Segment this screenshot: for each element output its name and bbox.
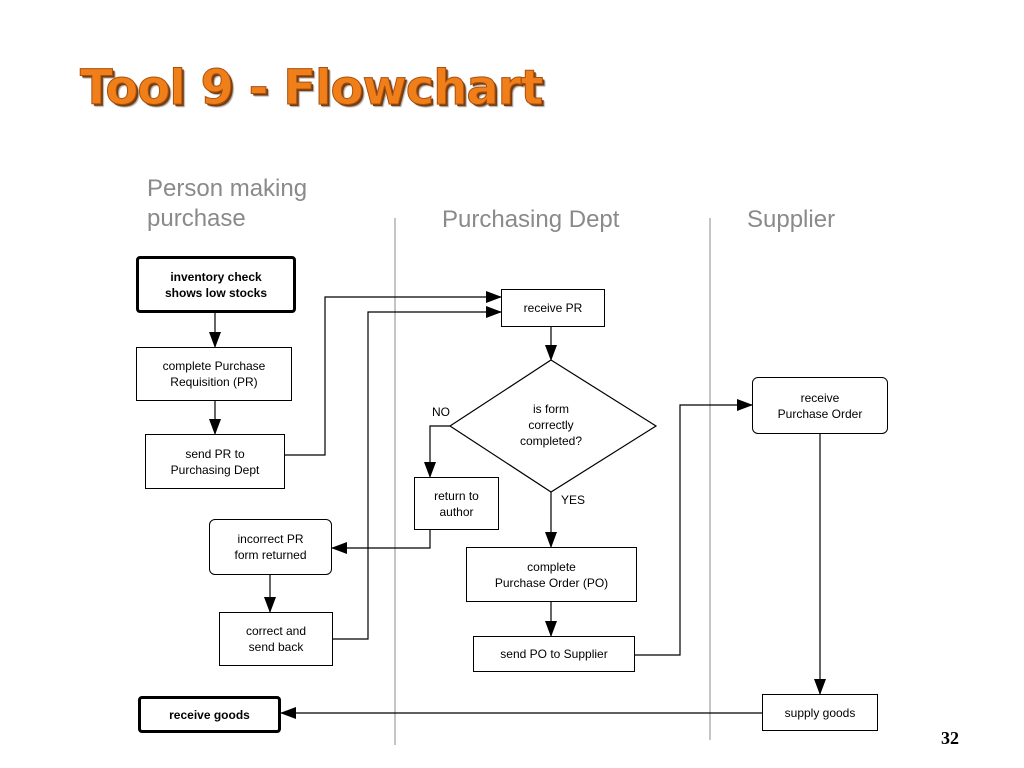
arrow-correct-to-receive-pr bbox=[333, 306, 502, 640]
node-send-pr: send PR to Purchasing Dept bbox=[145, 434, 285, 489]
arrow-decision-no bbox=[424, 425, 450, 478]
node-incorrect-pr: incorrect PR form returned bbox=[209, 519, 332, 575]
arrow-send-po-to-receive-po bbox=[635, 399, 753, 656]
slide-title: Tool 9 - Flowchart bbox=[79, 60, 543, 117]
node-receive-goods: receive goods bbox=[138, 696, 281, 733]
node-correct-send-back: correct and send back bbox=[219, 612, 333, 666]
arrow-return-to-incorrect bbox=[331, 530, 431, 554]
node-receive-po: receive Purchase Order bbox=[752, 377, 888, 434]
lane-person-making-purchase: Person making purchase bbox=[147, 175, 308, 232]
node-decision-text: is form correctly completed? bbox=[519, 402, 583, 448]
node-supply-goods: supply goods bbox=[762, 694, 878, 731]
node-return-to-author: return to author bbox=[414, 477, 499, 530]
node-complete-pr: complete Purchase Requisition (PR) bbox=[136, 347, 292, 401]
decision-diamond bbox=[448, 359, 658, 493]
node-receive-pr: receive PR bbox=[501, 289, 605, 327]
node-complete-po: complete Purchase Order (PO) bbox=[466, 547, 637, 602]
edge-label-yes: YES bbox=[561, 493, 586, 507]
edge-label-no: NO bbox=[432, 405, 450, 419]
lane-supplier: Supplier bbox=[747, 206, 836, 233]
node-inventory-check: inventory check shows low stocks bbox=[136, 256, 296, 313]
node-send-po: send PO to Supplier bbox=[473, 636, 635, 672]
lane-purchasing-dept: Purchasing Dept bbox=[442, 206, 620, 233]
page-number: 32 bbox=[941, 728, 959, 748]
arrow-send-pr-to-receive-pr bbox=[285, 291, 502, 456]
